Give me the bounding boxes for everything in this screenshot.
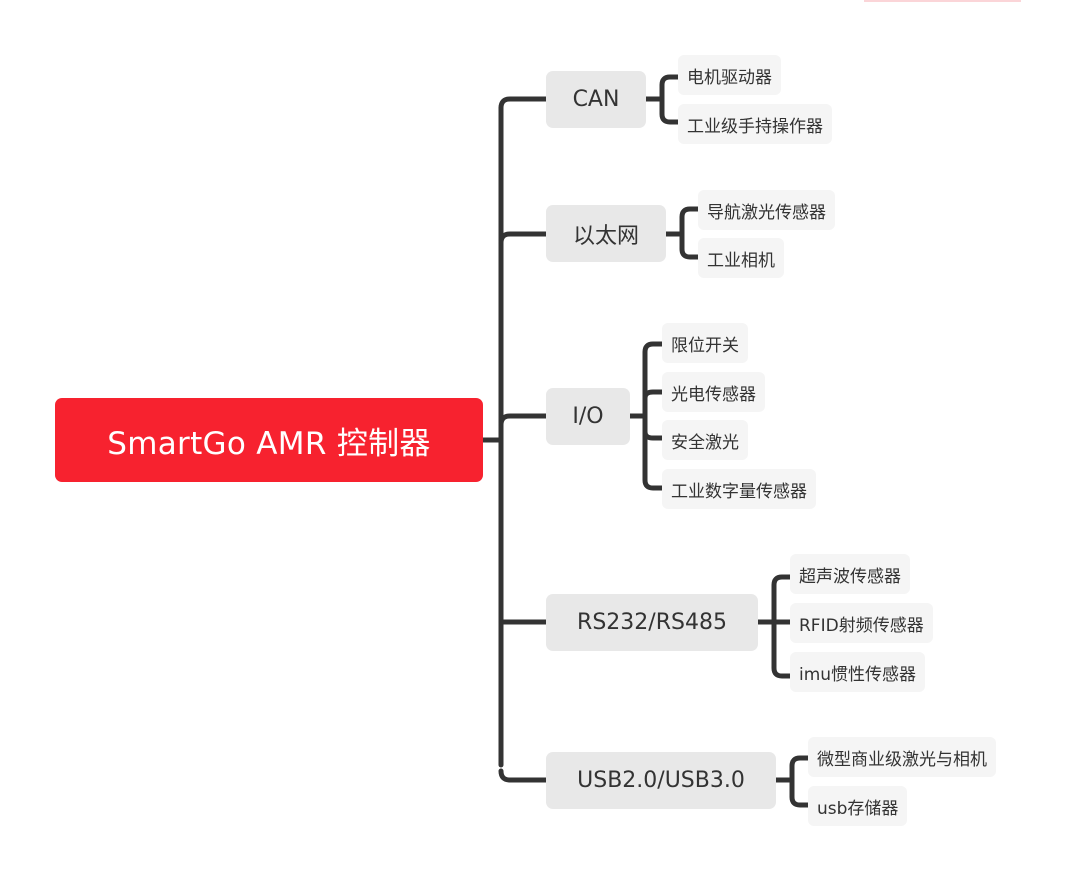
leaf-label: 工业数字量传感器 xyxy=(671,481,807,502)
leaf-limit-switch[interactable]: 限位开关 xyxy=(662,323,748,363)
leaf-nav-laser[interactable]: 导航激光传感器 xyxy=(698,190,835,230)
io-bracket-top xyxy=(642,341,665,491)
can-bracket xyxy=(659,74,681,125)
category-label: CAN xyxy=(572,87,620,112)
leaf-label: 工业级手持操作器 xyxy=(687,116,823,137)
eth-bracket xyxy=(679,206,701,260)
root-label: SmartGo AMR 控制器 xyxy=(107,425,431,462)
category-label: 以太网 xyxy=(572,223,639,249)
category-label: I/O xyxy=(572,404,604,429)
category-usb[interactable]: USB2.0/USB3.0 xyxy=(546,752,776,809)
leaf-usb-storage[interactable]: usb存储器 xyxy=(808,786,908,826)
leaf-label: 工业相机 xyxy=(707,250,775,271)
branch-ethernet xyxy=(498,231,549,246)
io-tick-3 xyxy=(642,429,665,441)
leaf-handheld-operator[interactable]: 工业级手持操作器 xyxy=(678,104,832,144)
leaf-rfid-sensor[interactable]: RFID射频传感器 xyxy=(790,603,933,643)
rs-bracket xyxy=(771,574,793,679)
io-tick-2 xyxy=(642,389,665,401)
leaf-digital-sensor[interactable]: 工业数字量传感器 xyxy=(662,469,816,509)
leaf-ultrasonic-sensor[interactable]: 超声波传感器 xyxy=(790,554,910,594)
branch-can xyxy=(498,96,549,111)
leaf-photoelectric-sensor[interactable]: 光电传感器 xyxy=(662,372,765,412)
leaf-label: imu惯性传感器 xyxy=(799,664,917,685)
leaf-label: 光电传感器 xyxy=(671,384,756,405)
leaf-label: usb存储器 xyxy=(817,798,899,819)
leaf-label: 限位开关 xyxy=(671,335,739,356)
leaf-label: 电机驱动器 xyxy=(687,67,772,88)
usb-bracket xyxy=(789,755,811,808)
branch-io xyxy=(498,413,549,428)
branch-usb xyxy=(498,768,549,783)
top-accent-bar xyxy=(864,0,1021,2)
leaf-label: 导航激光传感器 xyxy=(707,202,826,223)
leaf-label: RFID射频传感器 xyxy=(799,615,924,636)
category-ethernet[interactable]: 以太网 xyxy=(546,205,666,262)
leaf-micro-laser-camera[interactable]: 微型商业级激光与相机 xyxy=(808,737,996,777)
category-io[interactable]: I/O xyxy=(546,388,630,445)
category-label: USB2.0/USB3.0 xyxy=(577,768,745,793)
category-label: RS232/RS485 xyxy=(577,610,727,635)
leaf-motor-driver[interactable]: 电机驱动器 xyxy=(678,55,781,95)
leaf-safety-laser[interactable]: 安全激光 xyxy=(662,420,748,460)
leaf-label: 安全激光 xyxy=(671,432,739,453)
category-can[interactable]: CAN xyxy=(546,71,646,128)
leaf-industrial-camera[interactable]: 工业相机 xyxy=(698,238,784,278)
leaf-label: 超声波传感器 xyxy=(799,566,901,587)
leaf-imu-sensor[interactable]: imu惯性传感器 xyxy=(790,652,926,692)
category-rs232-rs485[interactable]: RS232/RS485 xyxy=(546,594,758,651)
root-node[interactable]: SmartGo AMR 控制器 xyxy=(55,398,483,482)
leaf-label: 微型商业级激光与相机 xyxy=(817,749,987,770)
